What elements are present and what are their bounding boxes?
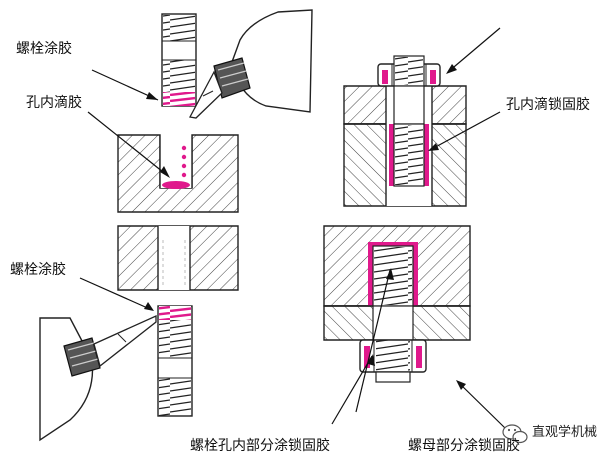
panel-bolt-coat-top (87, 9, 313, 213)
panel-nut-partial (323, 225, 506, 429)
label-hole-drip: 孔内滴胶 (26, 95, 82, 111)
label-bolt-hole-partial: 螺栓孔内部分涂锁固胶 (190, 438, 330, 454)
glue-bottle-icon (39, 314, 157, 442)
bolt-glue-band (163, 92, 195, 106)
wechat-icon (502, 424, 528, 444)
panel-hole-drip-lock (343, 27, 501, 207)
label-hole-drip-lock: 孔内滴锁固胶 (506, 97, 590, 113)
glue-bottle-icon (189, 9, 313, 119)
label-bolt-coat-bottom: 螺栓涂胶 (10, 262, 66, 278)
label-bolt-coat-top: 螺栓涂胶 (16, 41, 72, 57)
watermark-text: 直观学机械 (532, 425, 598, 440)
panel-bolt-coat-bottom (39, 225, 239, 442)
label-nut-partial: 螺母部分涂锁固胶 (408, 438, 520, 454)
glue-drops (162, 145, 190, 189)
